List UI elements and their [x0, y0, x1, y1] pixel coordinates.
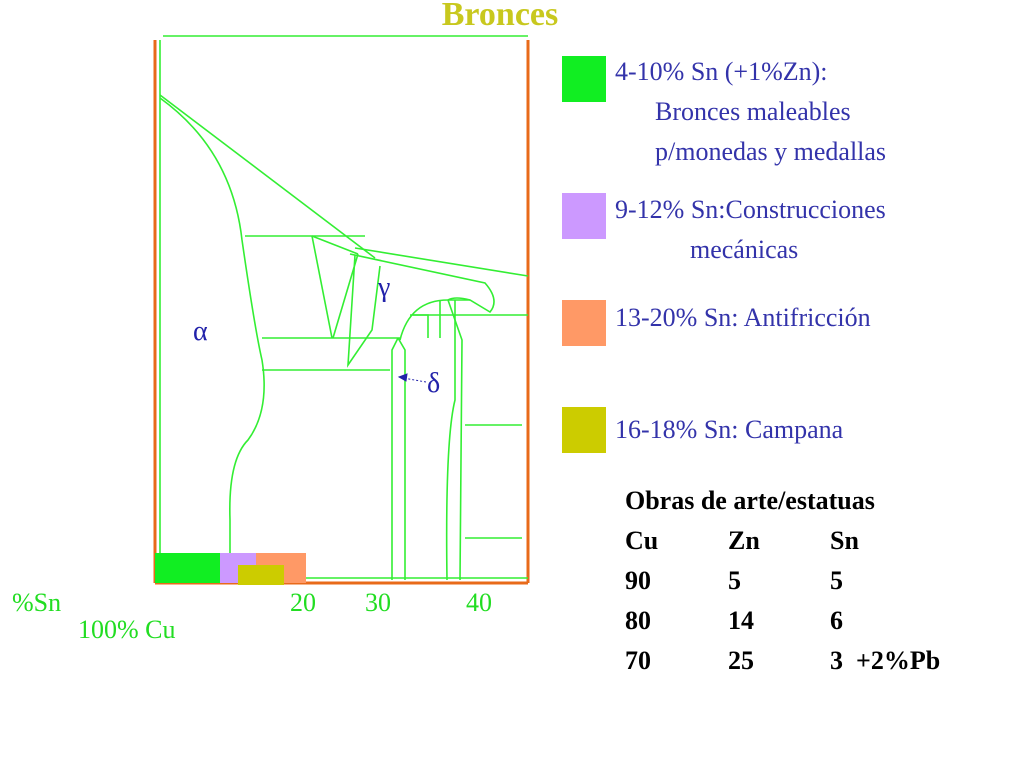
table-header-cu: Cu: [625, 526, 659, 555]
legend-swatch-campana: [562, 407, 606, 453]
bar-campana: [238, 565, 284, 585]
bar-monedas: [155, 553, 221, 583]
axis-origin-label: 100% Cu: [78, 615, 176, 644]
table-cell: 90: [625, 566, 651, 595]
composition-bars: [155, 553, 306, 585]
legend-text-monedas-3: p/monedas y medallas: [655, 137, 887, 166]
legend-text-antifriccion: 13-20% Sn: Antifricción: [615, 303, 871, 332]
table-header-sn: Sn: [830, 526, 859, 555]
axis-tick-40: 40: [466, 588, 492, 617]
legend-text-construcciones-1: 9-12% Sn:Construcciones: [615, 195, 886, 224]
table-cell: 70: [625, 646, 651, 675]
table-cell: 3 +2%Pb: [830, 646, 941, 675]
table-cell: 80: [625, 606, 651, 635]
table-cell: 6: [830, 606, 843, 635]
table-title: Obras de arte/estatuas: [625, 486, 875, 515]
legend-text-monedas-2: Bronces maleables: [655, 97, 851, 126]
table-cell: 25: [728, 646, 754, 675]
legend-text-construcciones-2: mecánicas: [690, 235, 799, 264]
delta-arrow: [397, 373, 427, 383]
table-cell: 14: [728, 606, 754, 635]
table-cell: 5: [728, 566, 741, 595]
legend-text-campana: 16-18% Sn: Campana: [615, 415, 844, 444]
table-cell: 5: [830, 566, 843, 595]
legend-swatch-monedas: [562, 56, 606, 102]
delta-label: δ: [427, 368, 441, 399]
table-header-zn: Zn: [728, 526, 760, 555]
axis-tick-20: 20: [290, 588, 316, 617]
alpha-label: α: [193, 316, 208, 347]
axis-variable-label: %Sn: [12, 588, 62, 617]
legend-swatch-antifriccion: [562, 300, 606, 346]
legend-text-monedas-1: 4-10% Sn (+1%Zn):: [615, 57, 828, 86]
gamma-label: γ: [378, 272, 391, 303]
axis-tick-30: 30: [365, 588, 391, 617]
phase-boundaries: [159, 35, 529, 581]
legend-swatch-construcciones: [562, 193, 606, 239]
page-title: Bronces: [441, 0, 559, 33]
